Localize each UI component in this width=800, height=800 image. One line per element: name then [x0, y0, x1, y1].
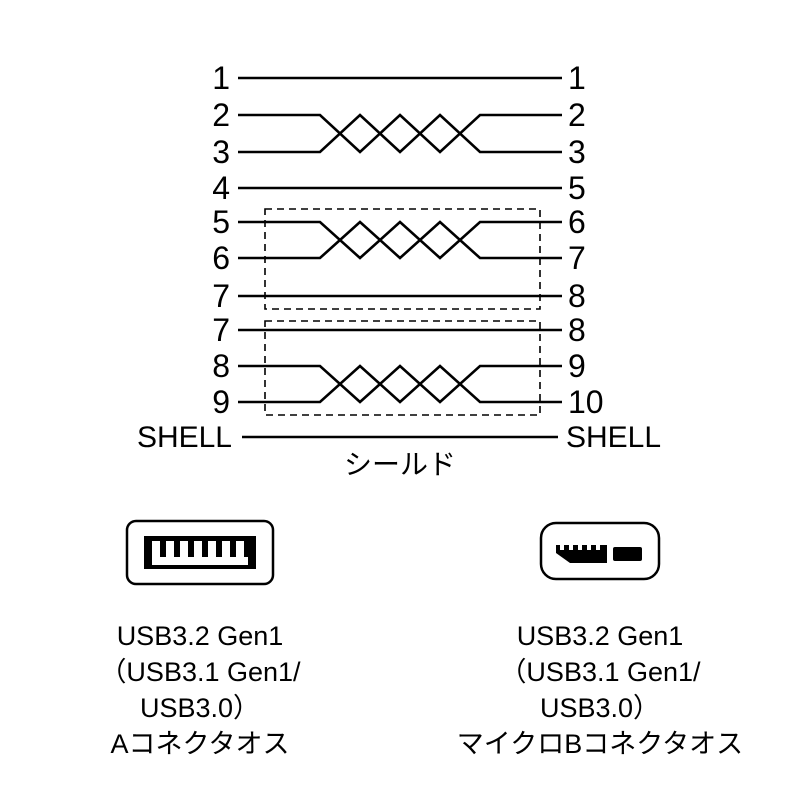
- shield-box-rx-pair: [264, 208, 541, 310]
- usb-micro-b-plug-front-icon: [539, 521, 661, 581]
- pin-label-left-1: 2: [212, 97, 230, 133]
- pin-label-right-7: 8: [568, 312, 586, 348]
- pin-label-right-9: 10: [568, 384, 604, 420]
- wire-lines: [238, 76, 562, 439]
- twist-pair-tx-wire-b: [238, 364, 562, 404]
- right-label-line-4: マイクロBコネクタオス: [457, 729, 743, 759]
- pin-label-left-2: 3: [212, 134, 230, 170]
- pin-label-left-3: 4: [212, 170, 230, 206]
- pin-label-right-4: 6: [568, 204, 586, 240]
- left-label-line-3: USB3.0）: [140, 693, 260, 723]
- pin-label-left-9: 9: [212, 384, 230, 420]
- shield-caption: シールド: [344, 449, 456, 480]
- pin-label-left-8: 8: [212, 348, 230, 384]
- usb-micro-b-contacts: [560, 545, 600, 550]
- right-label-line-3: USB3.0）: [540, 693, 660, 723]
- shield-box-tx-pair: [264, 320, 541, 416]
- pin-labels: 1 1 2 2 3 3 4 5 5 6 6 7 7 8 7 8 8 9 9 10…: [137, 60, 661, 454]
- usb-micro-b-cavity-right: [613, 547, 642, 561]
- pin-label-left-6: 7: [212, 278, 230, 314]
- left-label-line-4: Aコネクタオス: [111, 729, 290, 759]
- pin-label-right-5: 7: [568, 240, 586, 276]
- pin-label-left-5: 6: [212, 240, 230, 276]
- left-connector-label: USB3.2 Gen1 （USB3.1 Gen1/ USB3.0） Aコネクタオ…: [99, 621, 301, 759]
- twist-pair-d-wire-b: [238, 113, 562, 154]
- twist-pair-rx-wire-b: [238, 220, 562, 260]
- usb-a-plug-front-icon: [125, 519, 275, 586]
- left-label-line-1: USB3.2 Gen1: [117, 621, 284, 651]
- shield-boxes: [264, 208, 541, 416]
- right-label-line-1: USB3.2 Gen1: [517, 621, 684, 651]
- right-connector-label: USB3.2 Gen1 （USB3.1 Gen1/ USB3.0） マイクロBコ…: [457, 621, 743, 759]
- shell-label-left: SHELL: [137, 421, 232, 454]
- pin-label-right-6: 8: [568, 278, 586, 314]
- pin-label-right-0: 1: [568, 60, 586, 96]
- pin-label-right-8: 9: [568, 348, 586, 384]
- usb-a-contacts: [152, 541, 248, 565]
- twist-pair-d-wire-a: [238, 113, 562, 154]
- pin-label-right-3: 5: [568, 170, 586, 206]
- twist-pair-rx-wire-a: [238, 220, 562, 260]
- pin-label-left-7: 7: [212, 312, 230, 348]
- pin-label-right-1: 2: [568, 97, 586, 133]
- pin-label-right-2: 3: [568, 134, 586, 170]
- left-label-line-2: （USB3.1 Gen1/: [99, 657, 301, 687]
- right-label-line-2: （USB3.1 Gen1/: [499, 657, 701, 687]
- shell-label-right: SHELL: [566, 421, 661, 454]
- usb-micro-b-cavity-left: [556, 545, 607, 563]
- twist-pair-tx-wire-a: [238, 364, 562, 404]
- pin-label-left-0: 1: [212, 60, 230, 96]
- pin-label-left-4: 5: [212, 204, 230, 240]
